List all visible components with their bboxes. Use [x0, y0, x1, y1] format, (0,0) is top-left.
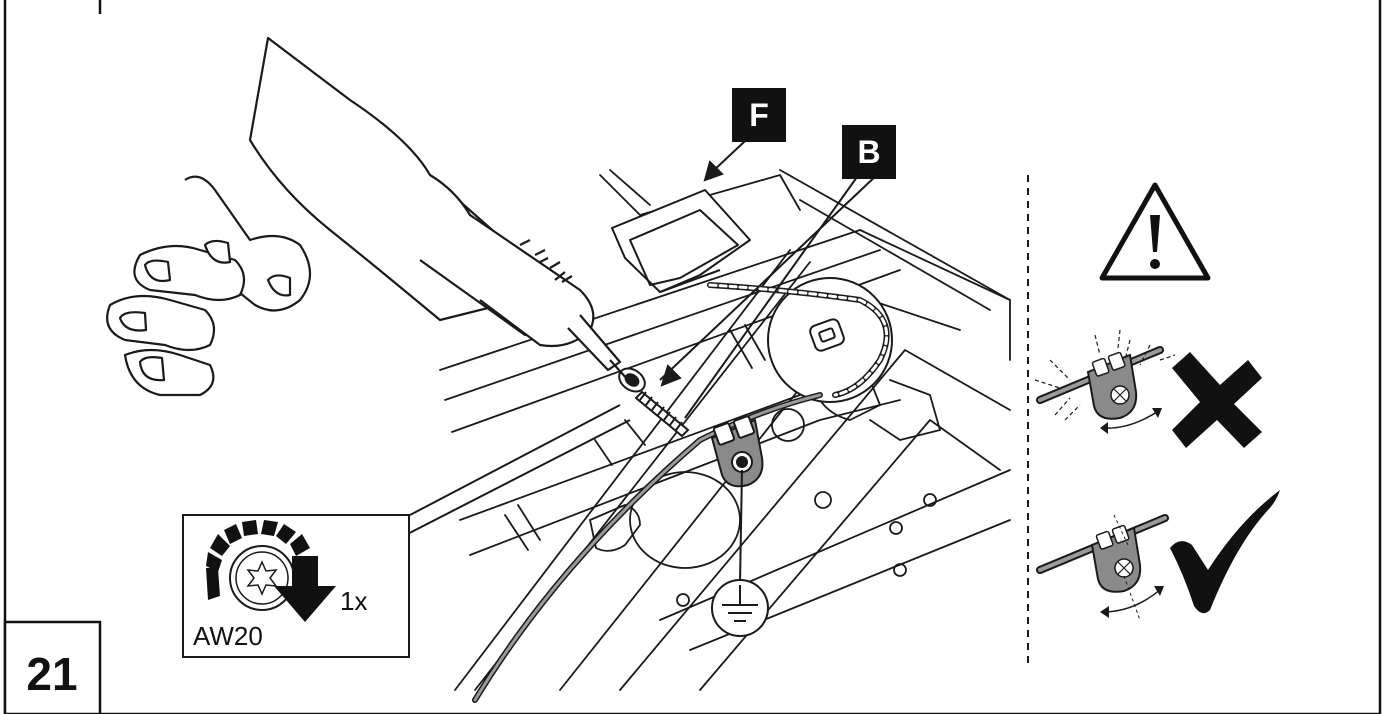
callout-b: B	[842, 125, 896, 179]
round-component	[767, 277, 893, 403]
car-body-panel	[439, 169, 1011, 691]
ground-bracket	[711, 415, 764, 488]
rotation-arrow-icon	[274, 556, 336, 622]
callout-f-label: F	[749, 97, 769, 133]
incorrect-example	[1034, 329, 1176, 434]
ground-symbol-icon	[711, 469, 769, 637]
correct-example	[1036, 514, 1169, 621]
callout-b-label: B	[857, 134, 880, 170]
module-f	[611, 189, 751, 293]
correct-check-icon	[1170, 490, 1280, 614]
step-number-box	[3, 620, 102, 714]
outer-frame	[3, 0, 1382, 714]
tool-repeat-label: 1x	[340, 586, 367, 616]
incorrect-cross-icon	[1172, 352, 1262, 448]
warning-icon	[1099, 182, 1211, 281]
hand	[106, 175, 312, 397]
tool-bit-size-label: AW20	[193, 621, 263, 651]
torx-bit-icon	[206, 520, 310, 611]
power-drill	[248, 36, 629, 381]
step-number: 21	[26, 648, 77, 700]
wire-harness	[472, 282, 890, 703]
screw-b	[618, 367, 690, 438]
callout-leaders	[659, 126, 881, 419]
callout-f: F	[732, 88, 786, 142]
